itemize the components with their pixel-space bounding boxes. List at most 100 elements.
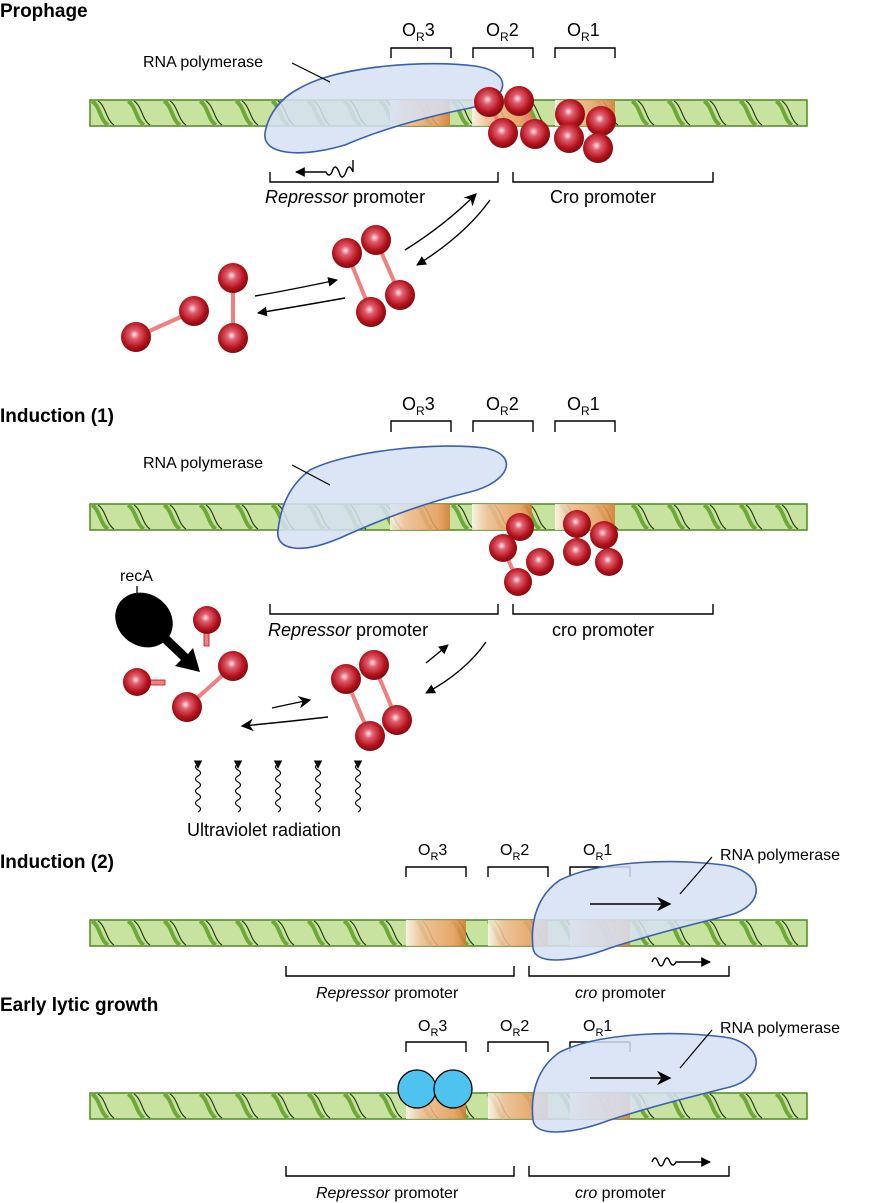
dna-groove — [126, 919, 146, 947]
dna-groove-edge — [97, 920, 115, 946]
dna-groove — [270, 919, 290, 947]
dna-groove — [126, 99, 146, 127]
dna-groove-edge — [205, 504, 223, 530]
dna-groove-edge — [133, 1093, 151, 1119]
uv-wave-arrow — [193, 760, 203, 813]
dna-groove-edge — [205, 1093, 223, 1119]
dna-groove-edge — [241, 1093, 259, 1119]
dna-groove-edge — [169, 504, 187, 530]
dna-groove — [630, 503, 650, 531]
dna-groove-edge — [781, 1093, 799, 1119]
dna-groove — [90, 503, 110, 531]
reca-protease — [115, 592, 200, 672]
dna-groove — [198, 99, 218, 127]
dna-groove-edge — [313, 920, 331, 946]
repressor-tetramer — [332, 225, 415, 327]
panel-induction-1: Induction (1) OR3 OR2 OR1 RNA polymerase… — [0, 394, 808, 840]
dna-groove — [90, 99, 110, 127]
uv-wave-arrow — [313, 760, 323, 813]
dna-groove-edge — [745, 920, 763, 946]
dna-groove-edge — [97, 100, 115, 126]
dna-groove-edge — [709, 504, 727, 530]
uv-radiation-waves — [193, 760, 363, 813]
uv-wave-arrow — [233, 760, 243, 813]
operator-label-or3: OR3 — [418, 1018, 447, 1039]
dna-groove — [702, 503, 722, 531]
operator-label-or2: OR2 — [486, 394, 519, 418]
repressor-dimer — [583, 106, 616, 163]
label-leader — [291, 62, 331, 83]
rna-polymerase — [531, 860, 757, 961]
transcript-squiggle — [651, 1157, 711, 1167]
dna-groove-edge — [349, 1093, 367, 1119]
dna-groove — [666, 99, 686, 127]
dna-groove-edge — [349, 920, 367, 946]
dna-groove-edge — [133, 504, 151, 530]
panel-title: Induction (1) — [0, 406, 114, 427]
cro-promoter-label: cro promoter — [575, 1185, 666, 1202]
dna-groove — [90, 919, 110, 947]
dna-groove-edge — [673, 100, 691, 126]
dna-groove-edge — [781, 100, 799, 126]
dna-groove — [774, 919, 794, 947]
dna-groove — [306, 919, 326, 947]
uv-radiation-label: Ultraviolet radiation — [187, 820, 341, 840]
dna-groove — [126, 1092, 146, 1120]
dna-groove-edge — [241, 100, 259, 126]
dna-groove — [666, 503, 686, 531]
dna-groove — [306, 1092, 326, 1120]
arrow-dissociate — [257, 297, 346, 317]
dna-groove — [198, 503, 218, 531]
operator-label-or3: OR3 — [402, 20, 435, 44]
dna-groove-edge — [385, 920, 403, 946]
operator-label-or1: OR1 — [583, 1018, 612, 1039]
dna-groove — [378, 1092, 398, 1120]
repressor-dimer — [554, 99, 585, 153]
dna-groove-edge — [745, 100, 763, 126]
dna-groove — [162, 1092, 182, 1120]
dna-groove-edge — [241, 920, 259, 946]
dna-groove — [234, 919, 254, 947]
operator-label-or2: OR2 — [500, 842, 529, 863]
reca-label: recA — [120, 568, 153, 585]
dna-groove — [342, 919, 362, 947]
dna-groove — [234, 99, 254, 127]
dna-groove — [774, 503, 794, 531]
dna-groove-edge — [709, 920, 727, 946]
transcript-squiggle — [651, 957, 711, 967]
arrow-unbinding — [416, 199, 491, 266]
dna-groove-edge — [313, 1093, 331, 1119]
operator-label-or3: OR3 — [402, 394, 435, 418]
bracket-or3 — [390, 47, 452, 58]
operator-brackets: OR3 OR2 OR1 — [390, 394, 616, 432]
bracket-or1 — [554, 47, 616, 58]
repressor-dimer — [474, 87, 518, 148]
dna-groove — [162, 919, 182, 947]
dna-groove-edge — [133, 100, 151, 126]
dna-groove-edge — [97, 504, 115, 530]
dna-groove — [342, 1092, 362, 1120]
dna-groove-edge — [745, 504, 763, 530]
panel-prophage: Prophage OR3 OR2 OR1 RNA polymerase — [0, 1, 808, 353]
operator-label-or2: OR2 — [486, 20, 519, 44]
bracket-cro-promoter — [512, 172, 714, 183]
arrow-dimerize — [254, 277, 338, 297]
rna-polymerase-label: RNA polymerase — [143, 54, 263, 71]
cleaved-repressor — [123, 606, 248, 722]
dna-groove — [450, 503, 470, 531]
rna-polymerase-label: RNA polymerase — [720, 847, 840, 864]
dna-groove-edge — [169, 100, 187, 126]
repressor-dimer — [489, 513, 554, 596]
dna-groove-edge — [205, 100, 223, 126]
dna-groove-edge — [709, 1093, 727, 1119]
panel-early-lytic-growth: Early lytic growth OR3 OR2 OR1 RNA polym… — [0, 995, 840, 1202]
dna-groove — [702, 919, 722, 947]
rna-polymerase-label: RNA polymerase — [720, 1020, 840, 1037]
dna-groove — [162, 99, 182, 127]
rna-polymerase — [531, 1032, 757, 1133]
panel-title: Induction (2) — [0, 852, 114, 873]
panel-title: Prophage — [0, 1, 88, 22]
dna-groove — [630, 99, 650, 127]
dna-groove-edge — [205, 920, 223, 946]
